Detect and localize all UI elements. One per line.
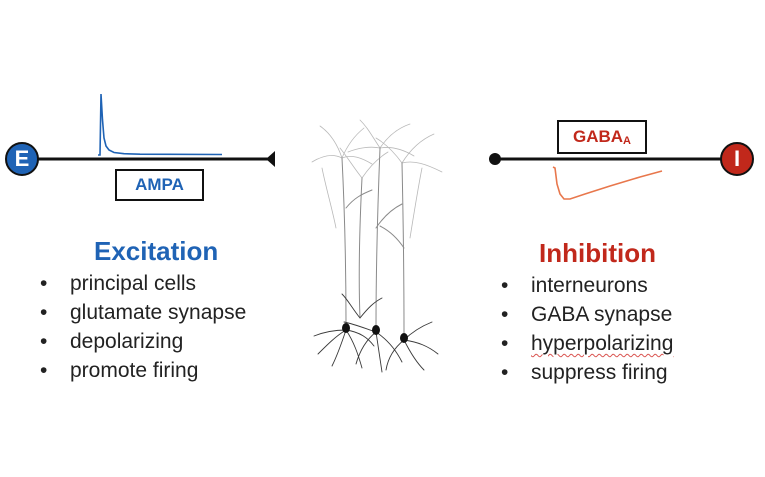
list-item: GABA synapse (501, 300, 673, 329)
list-item: interneurons (501, 271, 673, 300)
list-item: hyperpolarizing (501, 329, 673, 358)
excitation-list: principal cells glutamate synapse depola… (40, 269, 246, 385)
epsp-trace (98, 93, 223, 156)
list-item: principal cells (40, 269, 246, 298)
list-item: glutamate synapse (40, 298, 246, 327)
ipsp-trace (552, 166, 663, 200)
pyramidal-neurons-drawing (311, 119, 443, 373)
excitatory-terminal-triangle (266, 151, 275, 167)
gaba-receptor-label: GABAA (573, 127, 631, 147)
gaba-a-receptor-box: GABAA (557, 120, 647, 154)
gaba-receptor-subscript: A (623, 135, 631, 147)
inhibitory-terminal-dot (489, 153, 501, 165)
spellcheck-underlined-text: hyperpolarizing (531, 332, 674, 355)
ampa-receptor-label: AMPA (135, 175, 184, 194)
excitation-title: Excitation (94, 236, 219, 266)
inhibition-list: interneurons GABA synapse hyperpolarizin… (501, 271, 673, 387)
gaba-receptor-main: GABA (572, 127, 624, 146)
ampa-receptor-box: AMPA (115, 169, 204, 201)
inhibition-title: Inhibition (539, 238, 656, 268)
inhibitory-node-label: I (733, 146, 741, 171)
excitatory-neuron-node: E (5, 142, 39, 176)
list-item: promote firing (40, 356, 246, 385)
excitatory-node-label: E (14, 146, 30, 171)
neuron-soma (342, 323, 350, 333)
neuron-soma (400, 333, 408, 343)
neuron-soma (372, 325, 380, 335)
list-item: suppress firing (501, 358, 673, 387)
inhibitory-neuron-node: I (720, 142, 754, 176)
list-item: depolarizing (40, 327, 246, 356)
